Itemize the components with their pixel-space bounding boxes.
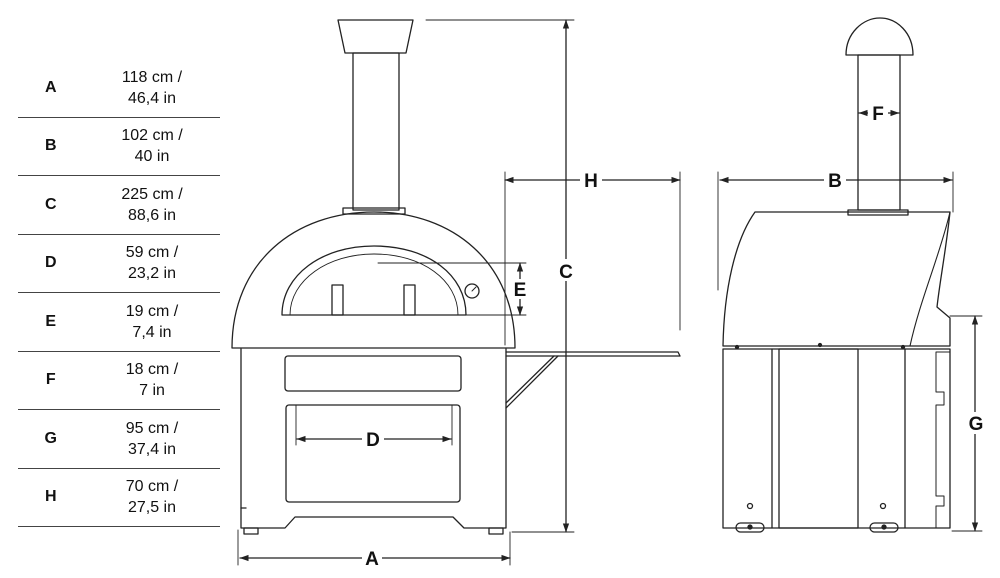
oven-mouth-inner	[289, 253, 459, 316]
dimension-label-e: E	[514, 280, 527, 301]
dimension-row-h: H 70 cm / 27,5 in	[18, 469, 220, 527]
dimension-label-a: A	[365, 549, 379, 570]
wheel-left	[735, 522, 765, 533]
wheel-right	[869, 522, 899, 533]
dimension-row-g: G 95 cm / 37,4 in	[18, 410, 220, 469]
cart-cabinet	[285, 404, 461, 503]
dimension-letter: G	[44, 429, 58, 447]
metric-value: 95 cm /	[125, 419, 179, 437]
chimney-collar	[342, 207, 406, 215]
metric-value: 118 cm /	[121, 68, 183, 86]
chimney-cap	[337, 19, 414, 54]
dimension-value: 70 cm / 27,5 in	[84, 469, 220, 527]
side-chimney-pipe	[857, 54, 901, 211]
dimension-value: 59 cm / 23,2 in	[84, 235, 220, 293]
side-door-panel	[778, 348, 859, 529]
dimension-letter: E	[45, 312, 57, 330]
metric-value: 102 cm /	[121, 127, 183, 145]
metric-value: 70 cm /	[125, 478, 179, 496]
dimension-letter: A	[44, 78, 58, 96]
door-handle-left	[331, 284, 344, 316]
dimension-letter: B	[44, 137, 58, 155]
dimension-value: 19 cm / 7,4 in	[84, 293, 220, 351]
cart-drawer	[284, 355, 462, 392]
dimension-value: 95 cm / 37,4 in	[84, 410, 220, 468]
imperial-value: 27,5 in	[127, 499, 177, 517]
dimension-label-h: H	[584, 171, 598, 192]
chimney-pipe	[352, 52, 400, 211]
dimension-value: 18 cm / 7 in	[84, 352, 220, 410]
dimension-label-d: D	[366, 430, 380, 451]
dimension-label-g: G	[969, 414, 984, 435]
oven-dome	[231, 211, 516, 349]
metric-value: 18 cm /	[125, 361, 179, 379]
chimney-dome-cap	[845, 17, 914, 56]
imperial-value: 37,4 in	[127, 440, 177, 458]
metric-value: 19 cm /	[125, 302, 179, 320]
dimension-row-d: D 59 cm / 23,2 in	[18, 235, 220, 293]
dimension-letter: D	[44, 254, 58, 272]
metric-value: 59 cm /	[125, 244, 179, 262]
dimension-table: A 118 cm / 46,4 in B 102 cm / 40 in C 22…	[18, 58, 220, 527]
side-shelf	[505, 351, 681, 357]
dimension-label-f: F	[872, 104, 884, 125]
imperial-value: 40 in	[134, 148, 170, 166]
imperial-value: 46,4 in	[127, 89, 177, 107]
imperial-value: 7 in	[139, 382, 165, 400]
imperial-value: 23,2 in	[127, 265, 177, 283]
side-cart	[722, 348, 951, 529]
dimension-value: 118 cm / 46,4 in	[84, 59, 220, 117]
door-handle-right	[403, 284, 416, 316]
dimension-row-a: A 118 cm / 46,4 in	[18, 58, 220, 118]
imperial-value: 88,6 in	[127, 206, 177, 224]
side-oven-body	[722, 211, 951, 347]
dimension-row-b: B 102 cm / 40 in	[18, 118, 220, 176]
dimension-row-c: C 225 cm / 88,6 in	[18, 176, 220, 235]
dimension-row-f: F 18 cm / 7 in	[18, 352, 220, 410]
dimension-letter: C	[44, 195, 58, 213]
dimension-letter: H	[44, 488, 58, 506]
front-view	[231, 19, 681, 566]
dimension-label-c: C	[559, 262, 573, 283]
dimension-letter: F	[45, 371, 57, 389]
imperial-value: 7,4 in	[132, 323, 172, 341]
oven-mouth	[281, 245, 467, 316]
dimension-value: 102 cm / 40 in	[84, 118, 220, 176]
thermometer-icon	[464, 283, 480, 299]
dimension-row-e: E 19 cm / 7,4 in	[18, 293, 220, 352]
metric-value: 225 cm /	[121, 185, 183, 203]
dimension-value: 225 cm / 88,6 in	[84, 176, 220, 234]
side-view	[717, 17, 983, 533]
dimension-label-b: B	[828, 171, 842, 192]
